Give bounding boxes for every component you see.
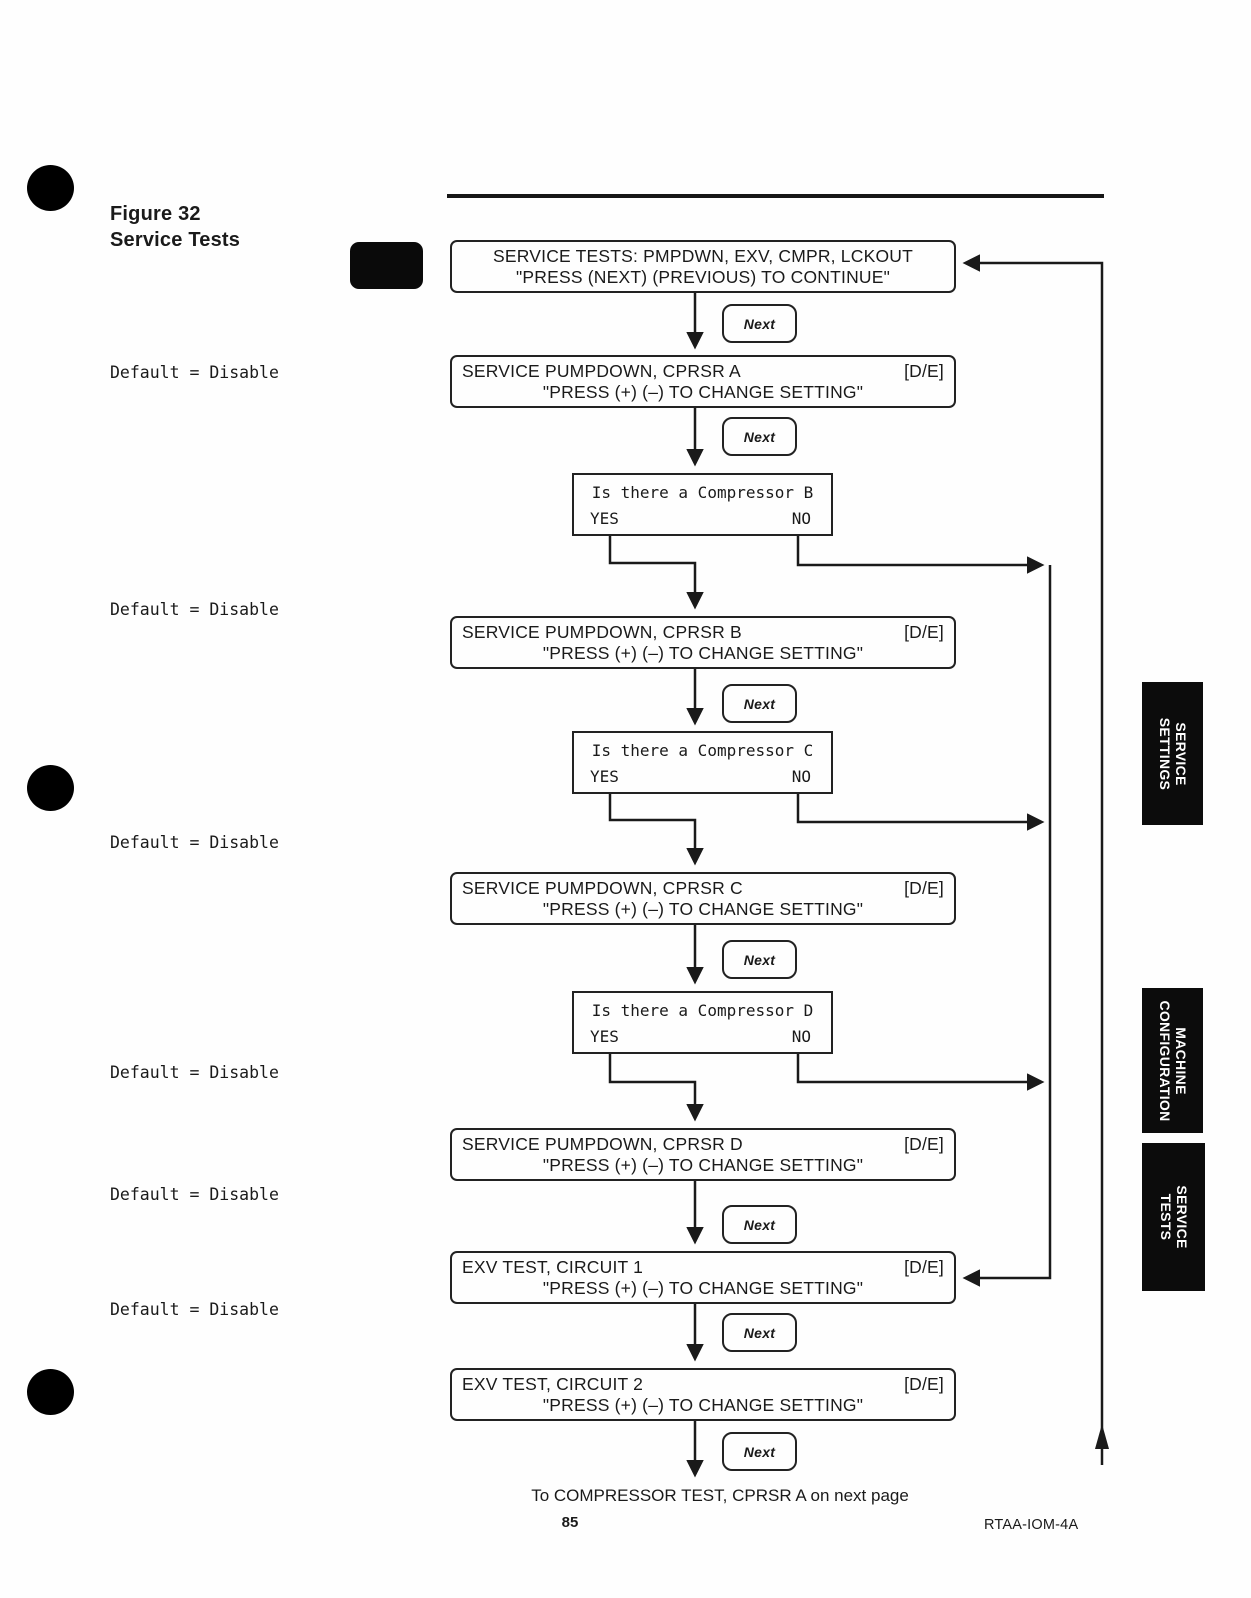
- display-text: SERVICE TESTS: PMPDWN, EXV, CMPR, LCKOUT: [493, 246, 913, 266]
- hole-punch-dot: [27, 765, 74, 811]
- flow-box-service-pumpdown-cprsr-d: SERVICE PUMPDOWN, CPRSR D [D/E] "PRESS (…: [450, 1128, 956, 1181]
- de-tag: [D/E]: [904, 1257, 944, 1277]
- arrow-no-b: [796, 535, 1045, 574]
- line-return-to-menu: [962, 254, 1104, 1465]
- next-key-label: Next: [743, 1216, 776, 1233]
- arrow-no-c: [796, 793, 1045, 831]
- flow-box-service-pumpdown-cprsr-b: SERVICE PUMPDOWN, CPRSR B [D/E] "PRESS (…: [450, 616, 956, 669]
- no-label: NO: [791, 767, 811, 786]
- display-text: "PRESS (+) (–) TO CHANGE SETTING": [542, 1155, 864, 1175]
- next-key: Next: [722, 1432, 797, 1471]
- default-setting-note: Default = Disable: [110, 833, 279, 852]
- next-key: Next: [722, 1313, 797, 1352]
- de-tag: [D/E]: [904, 622, 944, 642]
- next-key: Next: [722, 940, 797, 979]
- arrow-yes-b: [608, 535, 704, 610]
- tab-line: SETTINGS: [1156, 717, 1173, 790]
- decision-box-compressor-d: Is there a Compressor D YES NO: [572, 991, 833, 1054]
- tab-line: CONFIGURATION: [1156, 999, 1173, 1122]
- display-text: SERVICE PUMPDOWN, CPRSR C: [462, 878, 743, 898]
- default-setting-note: Default = Disable: [110, 1185, 279, 1204]
- hole-punch-dot: [27, 165, 74, 211]
- yes-label: YES: [590, 767, 619, 786]
- no-label: NO: [791, 509, 811, 528]
- next-key-label: Next: [743, 1324, 776, 1341]
- display-text: SERVICE PUMPDOWN, CPRSR A: [462, 361, 741, 381]
- section-tab-label: SERVICE SETTINGS: [1157, 717, 1189, 789]
- flow-box-service-pumpdown-cprsr-a: SERVICE PUMPDOWN, CPRSR A [D/E] "PRESS (…: [450, 355, 956, 408]
- next-key-label: Next: [743, 428, 776, 445]
- no-label: NO: [791, 1027, 811, 1046]
- next-key: Next: [722, 417, 797, 456]
- yes-label: YES: [590, 1027, 619, 1046]
- next-key-label: Next: [743, 1443, 776, 1460]
- flow-box-exv-test-circuit-2: EXV TEST, CIRCUIT 2 [D/E] "PRESS (+) (–)…: [450, 1368, 956, 1421]
- decision-question: Is there a Compressor B: [591, 483, 814, 502]
- tab-line: TESTS: [1157, 1193, 1174, 1241]
- flow-box-service-tests-menu: SERVICE TESTS: PMPDWN, EXV, CMPR, LCKOUT…: [450, 240, 956, 293]
- up-arrowhead-return-line: [1095, 1424, 1109, 1449]
- figure-title: Service Tests: [110, 229, 241, 251]
- yes-label: YES: [590, 509, 619, 528]
- tab-line: MACHINE: [1172, 1026, 1189, 1095]
- display-key-black-block: [350, 242, 423, 289]
- continuation-note: To COMPRESSOR TEST, CPRSR A on next page: [531, 1486, 909, 1505]
- flow-box-service-pumpdown-cprsr-c: SERVICE PUMPDOWN, CPRSR C [D/E] "PRESS (…: [450, 872, 956, 925]
- section-tab-label: SERVICE TESTS: [1158, 1185, 1190, 1248]
- page-number: 85: [561, 1514, 579, 1531]
- next-key-label: Next: [743, 695, 776, 712]
- display-text: "PRESS (+) (–) TO CHANGE SETTING": [542, 1278, 864, 1298]
- display-text: "PRESS (NEXT) (PREVIOUS) TO CONTINUE": [515, 267, 891, 287]
- decision-question: Is there a Compressor D: [591, 1001, 814, 1020]
- decision-box-compressor-c: Is there a Compressor C YES NO: [572, 731, 833, 794]
- display-text: EXV TEST, CIRCUIT 2: [462, 1374, 644, 1394]
- de-tag: [D/E]: [904, 1374, 944, 1394]
- next-key: Next: [722, 684, 797, 723]
- tab-line: SERVICE: [1173, 1185, 1190, 1249]
- next-key: Next: [722, 1205, 797, 1244]
- section-tab-label: MACHINE CONFIGURATION: [1157, 1000, 1189, 1121]
- default-setting-note: Default = Disable: [110, 1063, 279, 1082]
- default-setting-note: Default = Disable: [110, 600, 279, 619]
- arrow-yes-d: [608, 1054, 704, 1122]
- de-tag: [D/E]: [904, 878, 944, 898]
- de-tag: [D/E]: [904, 361, 944, 381]
- header-rule: [447, 194, 1104, 198]
- default-setting-note: Default = Disable: [110, 1300, 279, 1319]
- display-text: "PRESS (+) (–) TO CHANGE SETTING": [542, 1395, 864, 1415]
- decision-question: Is there a Compressor C: [591, 741, 814, 760]
- display-text: "PRESS (+) (–) TO CHANGE SETTING": [542, 899, 864, 919]
- display-text: SERVICE PUMPDOWN, CPRSR B: [462, 622, 742, 642]
- de-tag: [D/E]: [904, 1134, 944, 1154]
- flow-box-exv-test-circuit-1: EXV TEST, CIRCUIT 1 [D/E] "PRESS (+) (–)…: [450, 1251, 956, 1304]
- figure-heading: Figure 32 Service Tests: [110, 201, 240, 253]
- next-key-label: Next: [743, 315, 776, 332]
- display-text: EXV TEST, CIRCUIT 1: [462, 1257, 644, 1277]
- decision-box-compressor-b: Is there a Compressor B YES NO: [572, 473, 833, 536]
- display-text: "PRESS (+) (–) TO CHANGE SETTING": [542, 643, 864, 663]
- default-setting-note: Default = Disable: [110, 363, 279, 382]
- line-no-collector-to-exv1: [962, 565, 1052, 1287]
- section-tab-service-tests: SERVICE TESTS: [1142, 1143, 1205, 1291]
- next-key-label: Next: [743, 951, 776, 968]
- display-text: "PRESS (+) (–) TO CHANGE SETTING": [542, 382, 864, 402]
- hole-punch-dot: [27, 1369, 74, 1415]
- document-code: RTAA-IOM-4A: [984, 1517, 1079, 1533]
- arrow-no-d: [796, 1054, 1045, 1091]
- display-text: SERVICE PUMPDOWN, CPRSR D: [462, 1134, 743, 1154]
- section-tab-machine-configuration: MACHINE CONFIGURATION: [1142, 988, 1203, 1133]
- next-key: Next: [722, 304, 797, 343]
- figure-label: Figure 32: [110, 203, 201, 225]
- section-tab-service-settings: SERVICE SETTINGS: [1142, 682, 1203, 825]
- arrow-yes-c: [608, 793, 704, 866]
- tab-line: SERVICE: [1172, 721, 1189, 786]
